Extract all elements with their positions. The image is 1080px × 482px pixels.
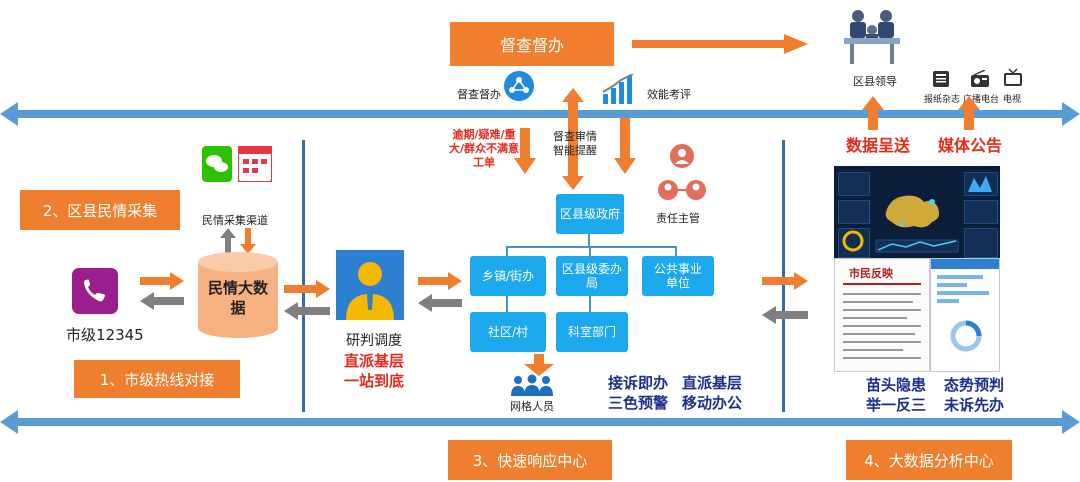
- supervision-icon-label: 督查督办: [457, 88, 501, 101]
- community-box: 社区/村: [470, 312, 546, 352]
- big-data-label: 民情大数据: [207, 279, 268, 318]
- connector-community: [506, 296, 508, 312]
- department-box: 科室部门: [556, 312, 628, 352]
- hotline-label: 市级12345: [66, 326, 144, 344]
- town-box: 乡镇/街办: [470, 256, 546, 296]
- arrow-left-grey-1: [140, 292, 184, 310]
- feature-2a: 直派基层: [682, 374, 743, 392]
- efficiency-label: 效能考评: [647, 88, 691, 101]
- dashboard-screenshot: [834, 166, 1000, 262]
- top-band: [0, 102, 1080, 126]
- arrow-down-orange-grid: [524, 354, 554, 376]
- connector-public: [675, 246, 677, 256]
- arrow-up-orange-2: [958, 96, 980, 130]
- dispatch-red-2: 一站到底: [343, 372, 404, 390]
- radio-icon: [971, 70, 989, 87]
- connector-root: [588, 234, 590, 248]
- media-notice-label: 媒体公告: [938, 136, 1003, 155]
- grid-staff-label: 网格人员: [510, 400, 554, 413]
- newspaper-screenshot: 市民反映: [834, 258, 930, 372]
- arrow-to-leaders: [632, 34, 808, 54]
- arrow-up-orange-1: [862, 96, 884, 130]
- phone-icon: [72, 268, 118, 314]
- newspaper-headline: 市民反映: [849, 267, 893, 280]
- data-push-label: 数据呈送: [846, 136, 911, 155]
- radio-label: 广播电台: [963, 95, 1000, 105]
- grid-staff-icon: [511, 374, 553, 396]
- analysis-center-box: 4、大数据分析中心: [846, 440, 1012, 480]
- arrow-right-orange-4: [762, 272, 808, 290]
- arrow-down-orange: [240, 228, 256, 254]
- connector-department: [589, 296, 591, 312]
- tv-label: 电视: [1003, 95, 1022, 105]
- analysis-2a: 态势预判: [944, 376, 1005, 394]
- channel-label: 民情采集渠道: [202, 214, 268, 227]
- divider-line-left: [302, 140, 305, 412]
- divider-line-right: [782, 140, 785, 412]
- dispatcher-avatar-icon: [336, 250, 404, 320]
- arrow-up-grey: [220, 228, 236, 254]
- analysis-2b: 未诉先办: [944, 396, 1005, 414]
- arrow-right-orange-2: [284, 280, 330, 298]
- bar-chart-icon: [602, 74, 634, 104]
- arrow-down-orange-right: [614, 118, 636, 174]
- arrow-left-grey-4: [762, 306, 808, 324]
- people-network-icon: [504, 71, 534, 101]
- analysis-1b: 举一反三: [866, 396, 927, 414]
- database-icon: [198, 252, 278, 338]
- responsible-label: 责任主管: [656, 212, 700, 225]
- dispatch-label: 研判调度: [346, 333, 402, 349]
- arrow-down-orange-note: [514, 128, 536, 174]
- feature-1b: 三色预警: [608, 394, 669, 412]
- arrow-right-orange-1: [140, 272, 184, 290]
- newspaper-label: 报纸杂志: [924, 95, 961, 105]
- dispatch-red-1: 直派基层: [343, 352, 404, 370]
- responsible-people-icon: [658, 144, 706, 200]
- collection-box: 2、区县民情采集: [20, 190, 180, 230]
- connector-level1: [506, 246, 676, 248]
- arrow-right-orange-3: [418, 272, 462, 290]
- county-gov-box: 区县级政府: [556, 194, 624, 234]
- county-committee-box: 区县级委办局: [556, 256, 628, 296]
- wechat-icon: [202, 146, 232, 182]
- newspaper-icon: [933, 71, 949, 87]
- meeting-icon: [844, 10, 900, 64]
- feature-2b: 移动办公: [682, 394, 743, 412]
- analysis-1a: 苗头隐患: [866, 376, 927, 394]
- connector-town: [506, 246, 508, 256]
- arrow-left-grey-3: [418, 294, 462, 312]
- tv-icon: [1004, 68, 1022, 86]
- leaders-label: 区县领导: [853, 75, 897, 88]
- response-center-box: 3、快速响应中心: [448, 440, 612, 480]
- arrow-double-vertical: [562, 88, 584, 190]
- public-unit-box: 公共事业单位: [642, 256, 714, 296]
- arrow-left-grey-2: [284, 302, 330, 320]
- connector-committee: [589, 246, 591, 256]
- supervision-note: 督查审情智能提醒: [553, 130, 597, 157]
- hotline-box: 1、市级热线对接: [74, 360, 240, 398]
- mobile-report-screenshot: [930, 258, 1000, 372]
- feature-1a: 接诉即办: [608, 374, 669, 392]
- bottom-band: [0, 410, 1080, 434]
- calendar-app-icon: [238, 146, 272, 182]
- overdue-note: 逾期/疑难/重大/群众不满意工单: [448, 128, 520, 169]
- supervision-box: 督查督办: [450, 22, 614, 66]
